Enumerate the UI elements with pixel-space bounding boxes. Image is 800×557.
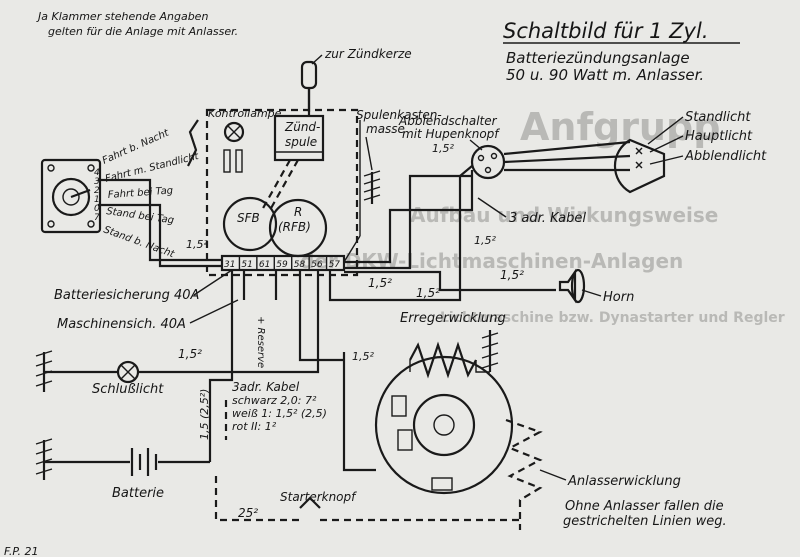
generator-housing [374,355,514,495]
sfb-label: SFB [237,211,260,225]
switch-position-label: Fahrt bei Tag [107,185,173,201]
terminal-number: 59 [276,260,288,270]
machine-fuse-label: Maschinensich. 40A [57,317,186,332]
headlamp: Standlicht Hauptlicht Abblendlicht [613,110,767,194]
cable-spec-red: rot II: 1² [232,420,277,433]
cable-spec-black: schwarz 2,0: 7² [232,394,317,407]
cs-label: 1,5² [500,268,524,282]
r-label: R [294,205,302,219]
cs-label: 1,5² [352,350,374,363]
horn: Horn [558,268,634,305]
light-switch-knob [51,177,91,217]
tail-light-label: Schlußlicht [92,382,164,397]
coil-case-ground-label-2: masse [366,122,405,136]
cs-label: 1,5² [416,286,440,300]
coil-case-ground-label-1: Spulenkasten- [356,108,442,122]
main-beam-label: Hauptlicht [685,129,753,144]
cs-label: 1,5² [178,347,202,361]
title-line-2: Batteriezündungsanlage [506,49,690,67]
reserve-label: + Reserve [255,316,266,368]
ignition-coil-label-2: spule [285,135,317,149]
wiring [98,88,556,522]
regulator: SFB R (RFB) [222,196,328,258]
brush-3 [431,477,453,491]
bleed-text-2: Aufbau und Wirkungsweise [410,203,718,227]
generator: Erregerwicklung [374,311,514,495]
coil-case-ground: Spulenkasten- masse [356,108,442,204]
headlamp-icon [613,138,666,194]
cable-spec-title: 3adr. Kabel [232,380,300,394]
spark-plug-label: zur Zündkerze [324,47,412,61]
cable-3wire-label: 3 adr. Kabel [509,211,586,226]
control-lamp-label: Kontrollampe [208,107,282,120]
tail-light: Schlußlicht [35,350,232,397]
dip-switch-label-2: mit Hupenknopf [402,127,500,141]
terminal-number: 57 [329,260,341,270]
spark-plug-connector [300,60,318,90]
corner-mark: F.P. 21 [4,545,39,557]
starter-button-label: Starterknopf [280,490,357,504]
brush-1 [391,395,407,417]
bleed-text-1: Anfgrupp [520,105,720,149]
dipped-beam-label: Abblendlicht [684,149,767,164]
cross-section-labels: 1,5² 1,5² 1,5² 1,5² 1,5² 1,5² 1,5² 1,5² … [178,142,524,520]
field-winding-coil [409,341,477,379]
horn-label: Horn [603,290,634,305]
sfb-relay [222,196,278,252]
control-lamp: Kontrollampe [208,107,282,173]
rfb-label: (RFB) [278,220,311,234]
brush-2 [397,429,413,451]
cs-label: 1,5 (2,5²) [198,389,211,440]
ignition-coil: Zünd- spule [273,114,325,162]
cs-label: 1,5² [474,234,496,247]
diagram-title: Schaltbild für 1 Zyl. [503,19,709,43]
terminal-number: 31 [224,260,235,270]
note-line-1: Ja Klammer stehende Angaben [36,10,208,23]
parking-light-label: Standlicht [685,110,751,125]
terminal-number: 51 [241,260,252,270]
battery-label: Batterie [112,486,164,501]
starter-button-icon [299,496,321,509]
no-starter-note-2: gestrichelten Linien weg. [563,514,727,529]
control-lamp-icon [223,121,245,143]
switch-number: 1 [94,195,100,205]
cable-spec-white: weiß 1: 1,5² (2,5) [232,407,327,420]
terminal-number: 58 [294,260,306,270]
title-line-3: 50 u. 90 Watt m. Anlasser. [506,66,704,84]
bleed-text-4: Lichtmaschine bzw. Dynastarter und Regle… [440,310,785,326]
switch-position-label: Stand bei Tag [106,206,175,226]
field-winding-label: Erregerwicklung [400,311,506,326]
terminal-number: 56 [311,260,323,270]
spark-plug: zur Zündkerze [300,47,412,112]
switch-number: 4 [94,168,100,178]
switch-position-label: Stand b. Nacht [102,224,177,260]
battery: Batterie [35,438,210,501]
cs-label: 25² [238,506,258,520]
starter-winding [505,418,543,530]
switch-number: 0 [94,204,100,214]
starter-winding-label: Anlasserwicklung [567,474,681,489]
switch-number: 7 [94,213,100,223]
lamp-lead [187,119,199,167]
coil-case [205,108,359,277]
cs-label: 1,5² [186,238,208,251]
switch-number: 3 [94,177,100,187]
battery-fuse-label: Batteriesicherung 40A [54,288,199,303]
ignition-coil-label-1: Zünd- [284,120,320,134]
light-switch-housing [40,158,102,234]
switch-number: 2 [94,186,100,196]
ignition-coil-box [273,114,325,162]
cs-label: 1,5² [368,276,392,290]
dip-switch-label-1: Abblendschalter [398,114,498,128]
terminal-number: 61 [259,260,270,270]
note-line-2: gelten für die Anlage mit Anlasser. [48,25,238,38]
armature [412,393,476,457]
bleed-through-text: Anfgrupp Aufbau und Wirkungsweise der DK… [300,105,785,326]
no-starter-note-1: Ohne Anlasser fallen die [565,499,724,514]
cs-label: 1,5² [432,142,454,155]
headlamp-wires [503,140,631,172]
